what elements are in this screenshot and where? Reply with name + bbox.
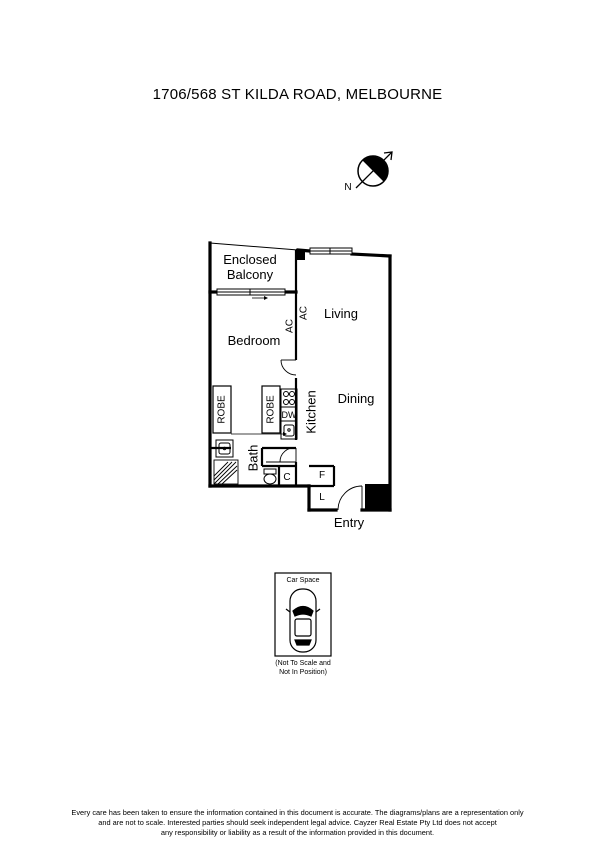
robe-right: ROBE	[261, 385, 281, 434]
balcony-outline	[209, 242, 299, 251]
car-icon	[285, 588, 321, 653]
column-top	[296, 249, 305, 260]
disclaimer-line: Every care has been taken to ensure the …	[71, 808, 524, 817]
shower-icon	[213, 459, 239, 485]
interior-walls	[210, 250, 336, 488]
car-space-note-line2: Not In Position)	[279, 669, 327, 676]
entry-label: Entry	[334, 515, 365, 530]
car-space: Car Space (Not To Scale and Not In Posit…	[274, 572, 332, 676]
bath-label: Bath	[246, 445, 261, 472]
exterior-walls	[208, 241, 392, 512]
laundry-label: L	[319, 492, 325, 503]
bedroom-label: Bedroom	[228, 333, 281, 348]
robe-left-label: ROBE	[217, 395, 228, 424]
north-compass-icon: N	[344, 151, 393, 193]
dishwasher-label: DW	[282, 410, 297, 420]
disclaimer-line: any responsibility or liability as a res…	[160, 828, 435, 837]
dining-label: Dining	[338, 391, 375, 406]
dishwasher: DW	[280, 406, 298, 422]
compass-north-label: N	[344, 182, 351, 193]
car-space-note-line1: (Not To Scale and	[275, 660, 331, 667]
column-entry	[365, 484, 390, 510]
ac-bedroom-label: AC	[285, 319, 296, 333]
windows	[216, 247, 353, 296]
kitchen-sink-icon	[280, 420, 298, 440]
fridge-label: F	[319, 470, 325, 481]
cooktop-icon	[280, 388, 298, 408]
living-label: Living	[324, 306, 358, 321]
balcony-label-line2: Balcony	[227, 267, 274, 282]
legal-disclaimer: Every care has been taken to ensure the …	[14, 808, 581, 838]
bathroom-vanity-icon	[215, 439, 234, 458]
ac-living-label: AC	[299, 306, 310, 320]
sliding-door-arrow-icon	[252, 296, 268, 300]
balcony-label-line1: Enclosed	[223, 252, 276, 267]
robe-left: ROBE	[212, 385, 232, 434]
kitchen-label: Kitchen	[304, 390, 319, 433]
robe-right-label: ROBE	[266, 395, 277, 424]
cupboard-label: C	[283, 472, 290, 483]
property-address-title: 1706/568 ST KILDA ROAD, MELBOURNE	[152, 86, 443, 103]
door-swings	[266, 359, 363, 511]
disclaimer-line: and are not to scale. Interested parties…	[98, 818, 497, 827]
toilet-icon	[263, 468, 277, 485]
car-space-label: Car Space	[286, 577, 319, 584]
